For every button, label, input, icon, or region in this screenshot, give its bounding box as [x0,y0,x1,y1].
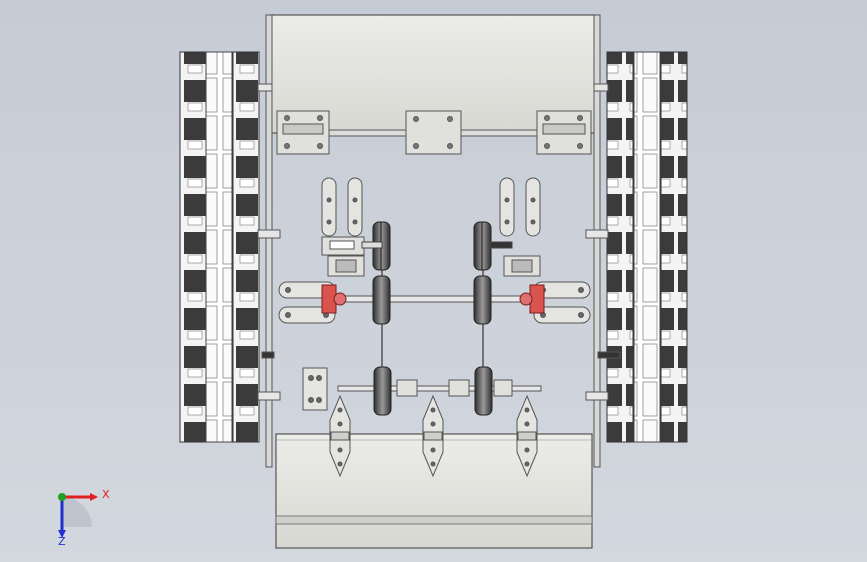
bottom-hinge-left [329,394,351,478]
slot-bracket-left [321,177,363,237]
slot-bracket-right [499,177,541,237]
bottom-hinge-right [516,394,538,478]
motor-mount-right [503,255,541,277]
right-inner-track [606,51,634,443]
left-outer-track [179,51,207,443]
top-hinge-center [405,110,462,155]
lower-shaft [337,379,542,397]
right-chain [633,51,661,443]
motor-mount-left [321,236,365,277]
link-arms-right [533,281,591,324]
right-side-rail [593,14,601,468]
track-axles [257,83,621,401]
bottom-hinge-center [422,394,444,478]
top-hinge-left [276,110,330,155]
main-drive-shaft [331,295,539,303]
right-outer-track [660,51,688,443]
pulley-mid-left [372,275,391,325]
left-chain [205,51,233,443]
pulley-lower-right [474,366,493,416]
bearing-block-right [519,284,545,314]
z-axis-label: Z [58,535,66,548]
triad-graphic [58,493,98,538]
bearing-block-left [321,284,347,314]
sensor-plate [302,367,328,411]
top-hinge-right [536,110,592,155]
left-side-rail [265,14,273,468]
y-axis-dot [58,493,66,501]
upper-shaft [361,241,513,249]
left-inner-track [232,51,260,443]
pulley-lower-left [373,366,392,416]
drive-belts [381,270,484,368]
pulley-mid-right [473,275,492,325]
x-axis-label: X [102,488,110,501]
pulley-upper-right [473,221,492,271]
axis-triad: X Z [40,480,120,550]
